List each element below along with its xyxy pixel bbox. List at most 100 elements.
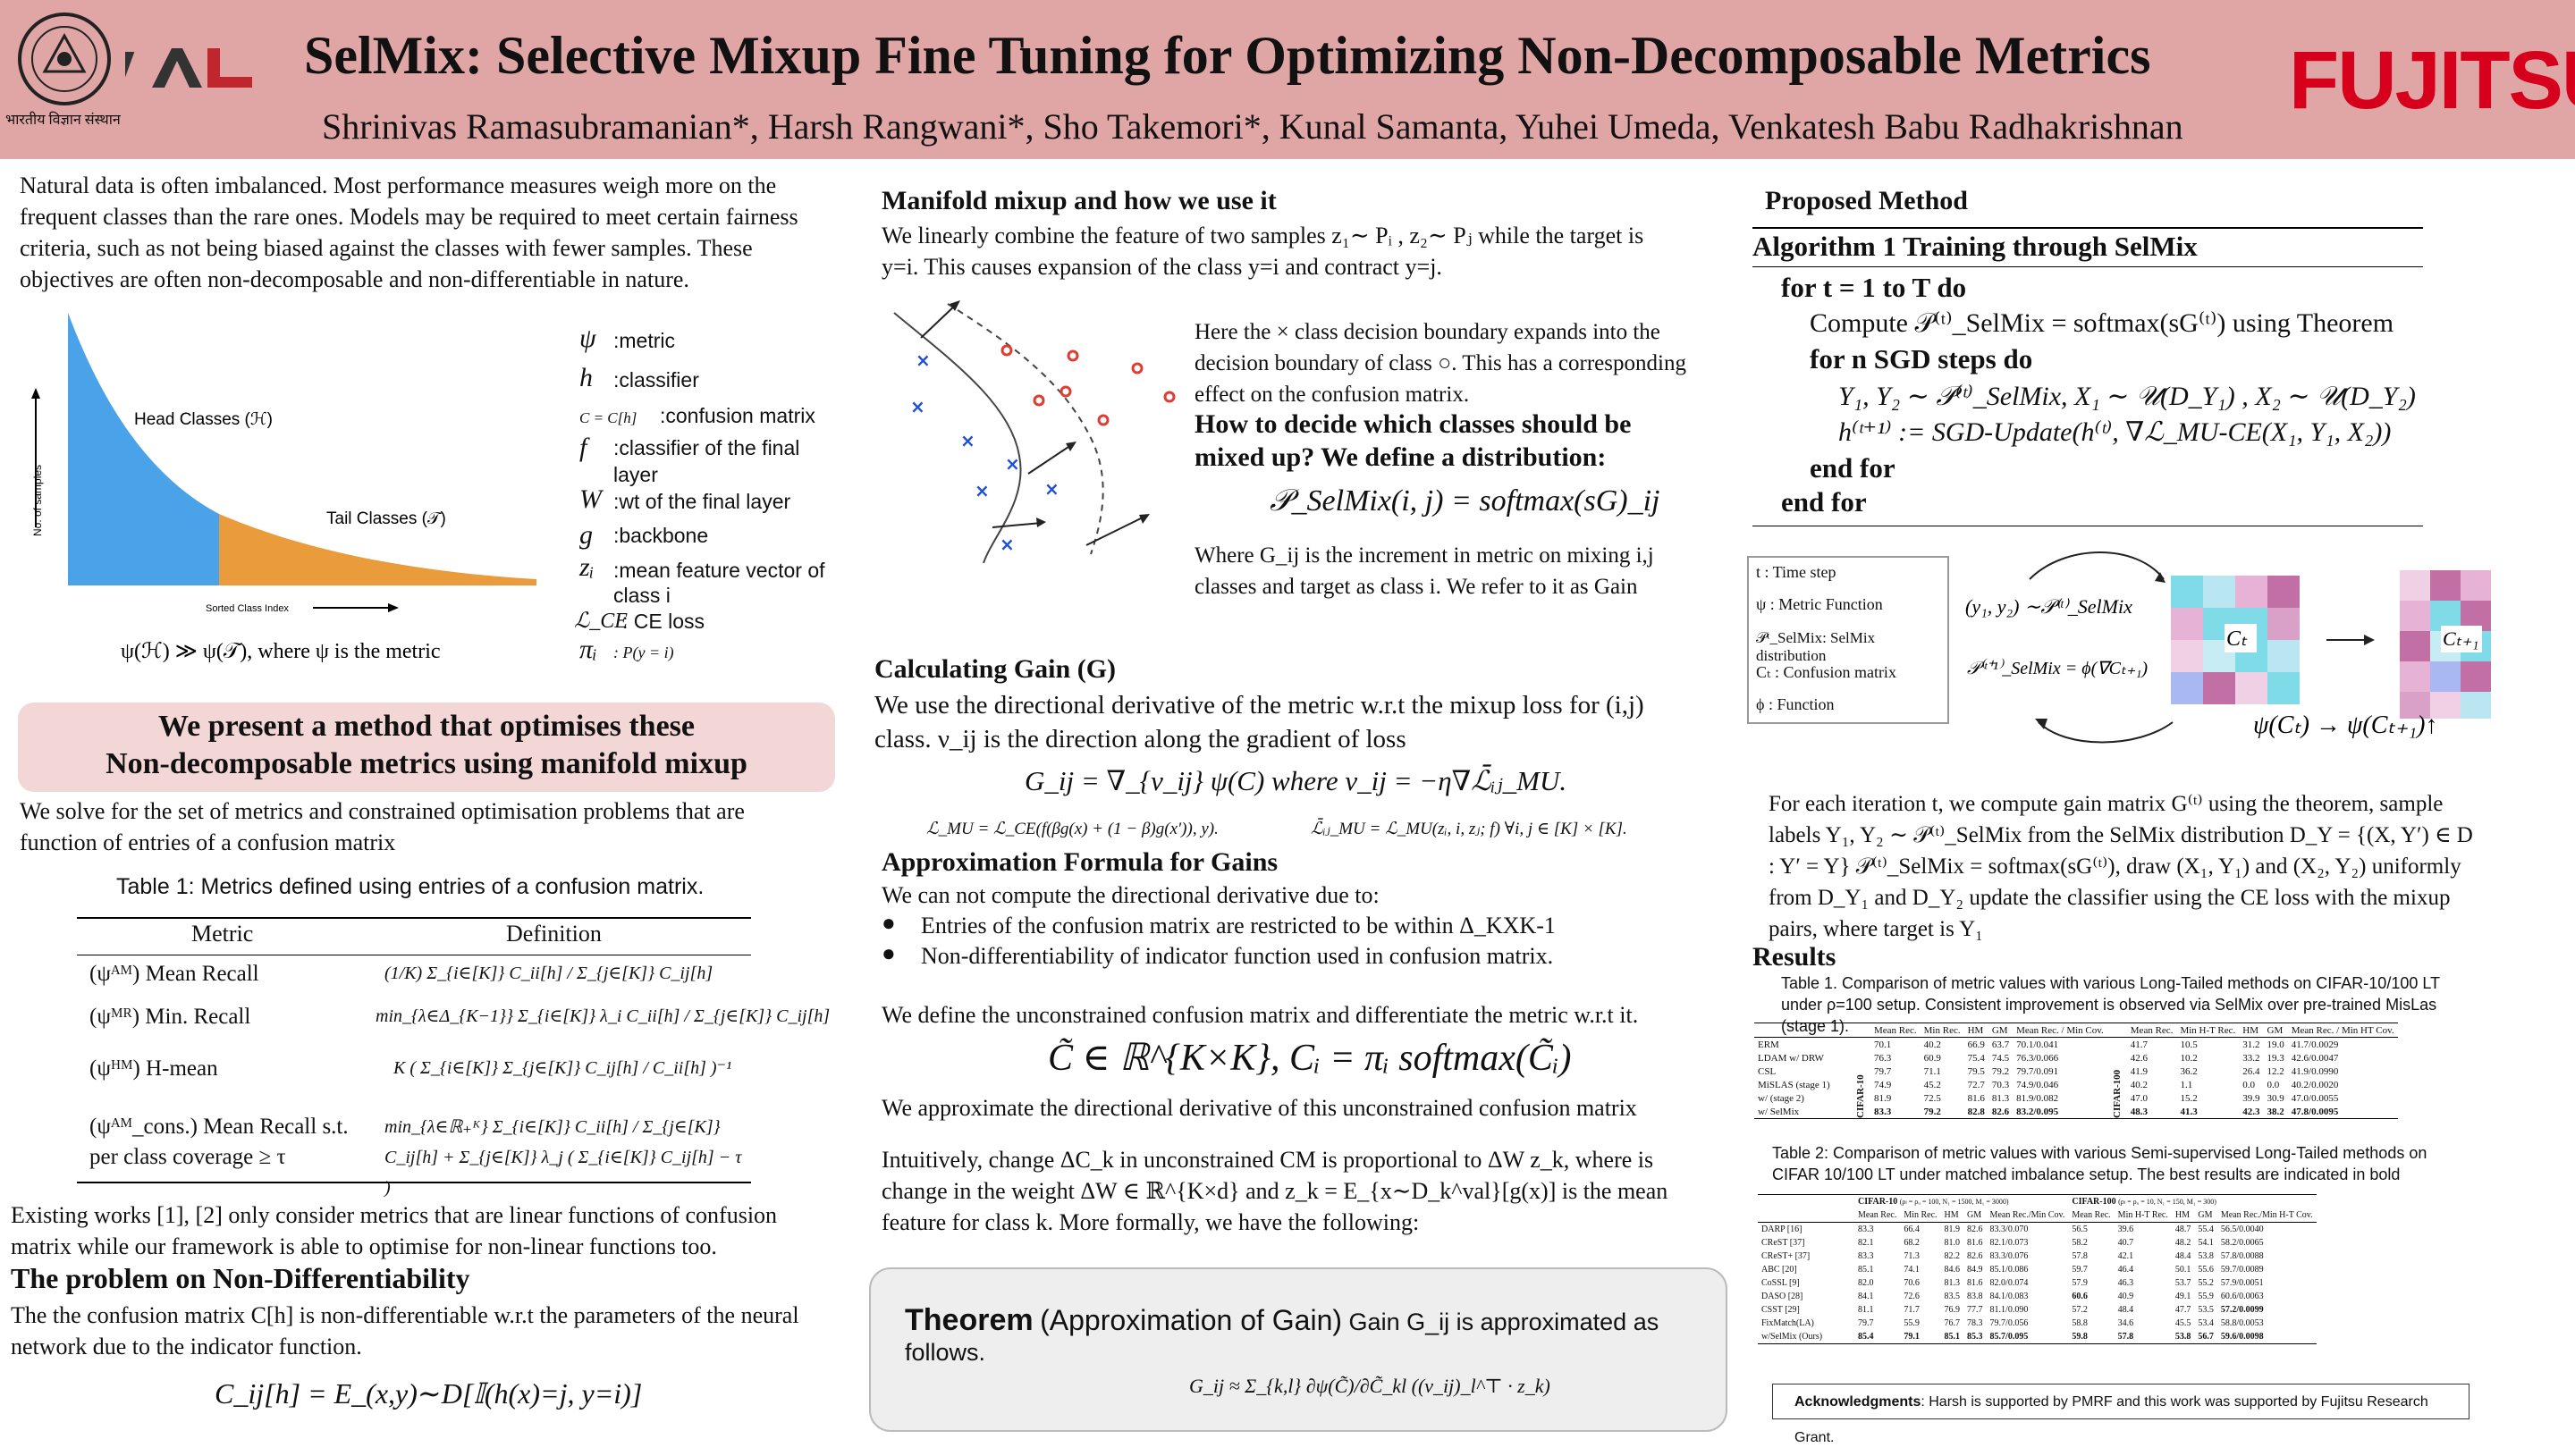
table-cell: 57.8: [2117, 1332, 2134, 1342]
results-table-2: CIFAR-10 (ρₗ = ρᵤ = 100, N₁ = 1500, M₁ =…: [1758, 1194, 2317, 1344]
banner-line-2: Non-decomposable metrics using manifold …: [106, 747, 747, 780]
decision-boundary-figure: × × × × × × ×: [893, 300, 1176, 563]
table-cell: 77.7: [1967, 1305, 1983, 1315]
legend-sym: g: [579, 520, 593, 550]
table-cell: 39.9: [2242, 1092, 2260, 1104]
o-marker: [1033, 394, 1045, 407]
table-cell: 81.3: [1991, 1092, 2010, 1104]
table-cell: 48.4: [2117, 1305, 2134, 1315]
notation-line: ϕ : Function: [1756, 695, 1835, 713]
table-cell: 55.6: [2198, 1265, 2214, 1275]
table-cell: w/ SelMix: [1758, 1106, 1800, 1117]
table-cell: 70.3: [1991, 1079, 2010, 1090]
table-cell: 56.5: [2072, 1225, 2088, 1234]
notation-line: 𝒫ᵗ_SelMix: SelMix distribution: [1756, 629, 1876, 664]
table-cell: 79.1: [1904, 1332, 1920, 1342]
table-head-cell: [1754, 1023, 1851, 1038]
legend-sym: f: [579, 433, 587, 462]
figure-caption: ψ(ℋ) ≫ ψ(𝒯), where ψ is the metric: [121, 640, 441, 663]
table-cell: 82.2: [1944, 1251, 1961, 1261]
table-cell: 58.2: [2072, 1238, 2088, 1248]
table-cell: 42.1: [2117, 1251, 2134, 1261]
bullet-item: Non-differentiability of indicator funct…: [921, 943, 1554, 969]
table-cell: 85.3: [1967, 1332, 1983, 1342]
table-cell: 49.1: [2174, 1292, 2191, 1301]
long-tail-figure: Head Classes (ℋ) Tail Classes (𝒯) No. of…: [31, 313, 536, 663]
table-cell: 59.7: [2072, 1265, 2088, 1275]
table-cell: 59.8: [2072, 1332, 2088, 1342]
table-cell: 74.5: [1991, 1052, 2010, 1064]
metrics-table-caption: Table 1: Metrics defined using entries o…: [116, 874, 705, 899]
table-cell: 60.6: [2072, 1292, 2088, 1301]
table-cell: 83.2/0.095: [2016, 1106, 2059, 1117]
table-cell: 38.2: [2267, 1106, 2284, 1117]
confusion-matrix-t-plus-1: [2400, 570, 2491, 719]
table-head-cell: Mean Rec.: [1858, 1210, 1897, 1220]
table-cell: 83.3: [1858, 1251, 1874, 1261]
iisc-hindi-text: भारतीय विज्ञान संस्थान: [5, 113, 121, 128]
x-marker: ×: [1005, 453, 1020, 475]
ct-label: Cₜ: [2226, 627, 2248, 651]
figure-explanation: Here the × class decision boundary expan…: [1195, 320, 1686, 407]
legend-sym: ψ: [579, 324, 596, 353]
x-marker: ×: [1044, 478, 1060, 500]
where-g-text: Where G_ij is the increment in metric on…: [1195, 543, 1654, 599]
table-head-cell: Min H-T Rec.: [2180, 1024, 2236, 1036]
legend-desc: :backbone: [613, 524, 709, 547]
table-cell: 48.2: [2174, 1238, 2191, 1248]
table-cell: 84.1: [1858, 1292, 1874, 1301]
table-cell: 72.5: [1923, 1092, 1941, 1104]
table-cell: 82.6: [1967, 1225, 1983, 1234]
table-cell: 83.3/0.070: [1989, 1225, 2029, 1234]
table-cell: 56.7: [2198, 1332, 2214, 1342]
table-cell: 19.3: [2267, 1052, 2284, 1064]
table-cell: 12.2: [2267, 1065, 2284, 1077]
table-cell: 0.0: [2267, 1079, 2280, 1090]
table-cell: 54.1: [2198, 1238, 2214, 1248]
table-cell: 83.3: [1858, 1225, 1874, 1234]
table-head-cell: [1758, 1195, 1854, 1209]
table-row-def: min_{λ∈ℝ₊ᴷ} Σ_{i∈[K]} C_ii[h] / Σ_{j∈[K]…: [384, 1117, 742, 1198]
table-cell: CReST [37]: [1761, 1238, 1805, 1248]
solve-text: We solve for the set of metrics and cons…: [20, 798, 745, 855]
bullet-item: Entries of the confusion matrix are rest…: [921, 913, 1556, 938]
table-rule-bottom: [77, 1182, 751, 1183]
table-cell: 41.7: [2130, 1039, 2149, 1050]
legend-sym: ℒ_CE: [574, 610, 628, 633]
o-marker: [1131, 362, 1144, 375]
algo-rule-top: [1752, 227, 2423, 229]
table-row-metric: (ψᴴᴹ) H-mean: [89, 1056, 218, 1081]
table-cell: 47.0/0.0055: [2291, 1092, 2339, 1104]
table-rule-top: [77, 917, 751, 919]
theorem-equation: G_ij ≈ Σ_{k,l} ∂ψ(C̃)/∂C̃_kl ((ν_ij)_l^⊤…: [1189, 1375, 1550, 1397]
x-marker: ×: [910, 396, 925, 417]
unconstrained-equation: C̃ ∈ ℝ^{K×K}, Cᵢ = πᵢ softmax(C̃ᵢ): [1048, 1038, 1572, 1079]
intuition-text: Intuitively, change ΔC_k in unconstraine…: [882, 1147, 1668, 1235]
table1-caption: Table 1. Comparison of metric values wit…: [1781, 974, 2440, 1035]
x-axis-label: Sorted Class Index: [206, 603, 289, 614]
table-group-row: CIFAR-10 (ρₗ = ρᵤ = 100, N₁ = 1500, M₁ =…: [1758, 1194, 2317, 1209]
table-cell: 84.6: [1944, 1265, 1961, 1275]
method-banner: We present a method that optimises these…: [18, 703, 835, 792]
table-cell: 10.2: [2180, 1052, 2198, 1064]
theorem-statement: Theorem (Approximation of Gain) Gain G_i…: [905, 1305, 1701, 1368]
table-cell: 70.1: [1874, 1039, 1892, 1050]
legend-sym: W: [579, 484, 602, 514]
iteration-text: For each iteration t, we compute gain ma…: [1769, 792, 2473, 941]
table-cell: ERM: [1758, 1039, 1779, 1050]
table-cell: 40.2/0.0020: [2291, 1079, 2339, 1090]
table-group-cell: CIFAR-10 (ρₗ = ρᵤ = 100, N₁ = 1500, M₁ =…: [1854, 1195, 2068, 1209]
table-cell: 79.7/0.091: [2016, 1065, 2059, 1077]
legend-desc: :mean feature vector of class i: [613, 559, 825, 607]
table-cell: 42.6: [2130, 1052, 2149, 1064]
theorem-box: Theorem (Approximation of Gain) Gain G_i…: [869, 1267, 1727, 1432]
table-cell: 82.6: [1991, 1106, 2010, 1117]
table-cell: 82.0: [1858, 1278, 1874, 1288]
banner-line-1: We present a method that optimises these: [158, 710, 695, 743]
table-head-cell: Min H-T Rec.: [2117, 1210, 2168, 1220]
poster-authors: Shrinivas Ramasubramanian*, Harsh Rangwa…: [322, 106, 2183, 147]
table-head-cell: Min Rec.: [1923, 1024, 1961, 1036]
table-cell: 58.8/0.0053: [2220, 1318, 2264, 1328]
table-row-metric: (ψᴬᴹ) Mean Recall: [89, 962, 259, 986]
